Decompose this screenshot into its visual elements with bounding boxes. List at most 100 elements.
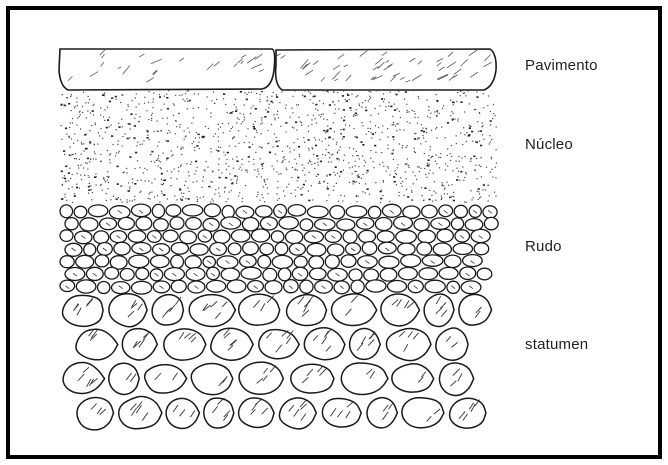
- nucleo-speck: [280, 173, 281, 174]
- nucleo-speck: [70, 178, 71, 179]
- nucleo-speck: [465, 172, 466, 173]
- rudo-stone: [455, 230, 470, 242]
- nucleo-speck: [223, 152, 224, 153]
- nucleo-speck: [441, 195, 442, 196]
- nucleo-speck: [302, 95, 303, 96]
- nucleo-speck: [364, 160, 365, 161]
- nucleo-speck: [268, 107, 269, 108]
- nucleo-speck: [149, 193, 150, 194]
- nucleo-speck: [355, 161, 356, 162]
- nucleo-speck: [450, 100, 451, 101]
- nucleo-speck: [396, 108, 397, 109]
- nucleo-speck: [364, 165, 365, 166]
- nucleo-speck: [135, 97, 136, 98]
- nucleo-speck: [338, 150, 339, 151]
- nucleo-speck: [104, 120, 105, 121]
- rudo-stone: [315, 280, 333, 293]
- nucleo-speck: [145, 180, 146, 181]
- nucleo-speck: [356, 171, 357, 172]
- nucleo-speck: [107, 176, 108, 177]
- nucleo-speck: [262, 166, 263, 167]
- nucleo-speck: [453, 200, 455, 202]
- nucleo-speck: [134, 199, 135, 200]
- rudo-stone: [278, 268, 290, 281]
- nucleo-speck: [210, 148, 211, 149]
- rudo-stone: [105, 267, 119, 279]
- nucleo-speck: [187, 187, 188, 188]
- nucleo-speck: [208, 128, 209, 129]
- nucleo-speck: [181, 164, 182, 165]
- nucleo-speck: [130, 129, 131, 130]
- nucleo-speck: [468, 134, 470, 136]
- nucleo-speck: [436, 163, 437, 164]
- nucleo-speck: [428, 110, 429, 111]
- statumen-stone: [341, 363, 388, 395]
- nucleo-speck: [277, 114, 278, 115]
- nucleo-speck: [390, 92, 391, 93]
- nucleo-speck: [124, 172, 125, 173]
- nucleo-speck: [237, 179, 238, 180]
- nucleo-speck: [140, 191, 141, 192]
- rudo-stone: [271, 231, 284, 243]
- nucleo-speck: [269, 152, 271, 154]
- nucleo-speck: [218, 188, 219, 189]
- nucleo-speck: [434, 111, 435, 112]
- nucleo-speck: [108, 176, 109, 177]
- nucleo-speck: [212, 199, 213, 200]
- rudo-stone: [132, 243, 151, 254]
- nucleo-speck: [161, 168, 162, 169]
- nucleo-speck: [167, 198, 168, 199]
- nucleo-speck: [416, 179, 417, 180]
- nucleo-speck: [430, 157, 431, 158]
- nucleo-speck: [167, 157, 169, 159]
- nucleo-speck: [171, 155, 172, 156]
- nucleo-speck: [276, 193, 277, 194]
- nucleo-speck: [295, 169, 296, 170]
- nucleo-speck: [147, 169, 148, 170]
- nucleo-speck: [314, 96, 316, 98]
- nucleo-speck: [299, 154, 300, 155]
- nucleo-speck: [108, 188, 109, 189]
- rudo-stone: [190, 244, 208, 255]
- nucleo-speck: [349, 99, 350, 100]
- nucleo-speck: [72, 122, 73, 123]
- nucleo-speck: [441, 198, 442, 199]
- nucleo-speck: [120, 199, 121, 200]
- nucleo-speck: [216, 99, 217, 100]
- rudo-stone: [170, 217, 184, 229]
- nucleo-speck: [315, 118, 316, 119]
- nucleo-speck: [487, 185, 488, 186]
- nucleo-speck: [242, 164, 243, 165]
- nucleo-speck: [325, 132, 326, 133]
- nucleo-speck: [113, 196, 114, 197]
- statumen-stone: [109, 363, 139, 394]
- nucleo-speck: [447, 193, 448, 194]
- nucleo-speck: [349, 147, 350, 148]
- rudo-stone: [310, 268, 327, 280]
- nucleo-speck: [106, 193, 107, 194]
- nucleo-speck: [80, 175, 81, 176]
- nucleo-speck: [361, 122, 362, 123]
- nucleo-speck: [80, 114, 81, 115]
- nucleo-speck: [412, 200, 413, 201]
- nucleo-speck: [300, 121, 301, 122]
- nucleo-speck: [276, 96, 277, 97]
- nucleo-speck: [454, 119, 455, 120]
- statumen-stone: [77, 397, 114, 429]
- rudo-stone: [377, 231, 394, 242]
- nucleo-speck: [277, 160, 278, 161]
- rudo-stone: [98, 282, 110, 294]
- statumen-stone: [76, 329, 118, 360]
- nucleo-speck: [369, 91, 370, 92]
- nucleo-speck: [343, 120, 345, 122]
- nucleo-speck: [370, 92, 371, 93]
- nucleo-speck: [174, 169, 175, 170]
- nucleo-speck: [326, 200, 327, 201]
- rudo-stone: [213, 230, 230, 243]
- rudo-stone: [65, 218, 78, 230]
- nucleo-speck: [111, 125, 112, 126]
- nucleo-speck: [244, 119, 245, 120]
- nucleo-speck: [81, 144, 82, 145]
- nucleo-speck: [287, 146, 288, 147]
- nucleo-speck: [167, 118, 168, 119]
